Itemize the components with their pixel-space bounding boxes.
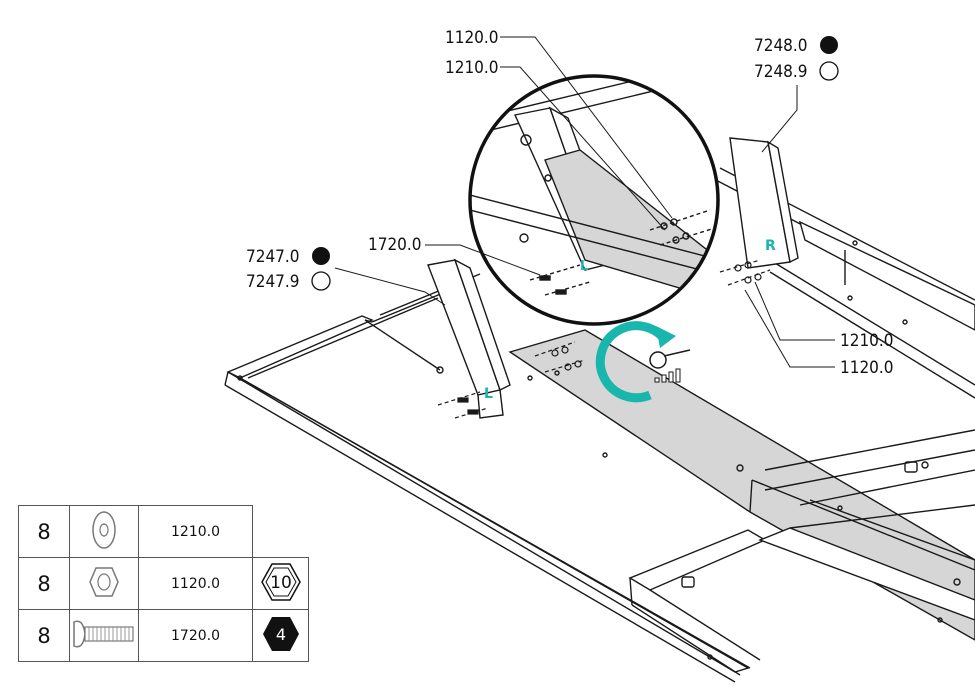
callout-bolt: 1720.0: [368, 235, 422, 255]
detail-left-mark: L: [580, 259, 588, 274]
parts-table: 8 1210.0 8 1120.0 10 8: [18, 505, 309, 662]
leader-lines: [334, 36, 835, 368]
part-image: [69, 557, 139, 610]
part-qty: 8: [18, 505, 70, 558]
empty-circle-icon: [819, 61, 839, 81]
part-code: 1720.0: [138, 609, 253, 662]
left-hardware: [437, 259, 771, 419]
tighten-icon: [595, 321, 691, 403]
part-code: 1210.0: [138, 505, 253, 558]
filled-circle-icon: [820, 36, 838, 54]
part-qty: 8: [18, 609, 70, 662]
tool-cell: 10: [252, 557, 309, 610]
washer-icon: [92, 510, 116, 549]
hex-key-size: 4: [275, 625, 285, 644]
bed-frame: [224, 137, 975, 683]
callout-part-left-black: 7247.0: [246, 247, 300, 267]
detail-magnifier: L: [468, 74, 720, 326]
tool-cell: 4: [252, 609, 309, 662]
left-mark: L: [484, 386, 493, 402]
parts-row-bolt: 8 1720.0 4: [18, 609, 309, 662]
callout-right-nut: 1120.0: [840, 358, 894, 378]
filled-circle-icon: [312, 247, 330, 265]
part-qty: 8: [18, 557, 70, 610]
wrench-size: 10: [270, 573, 292, 593]
callout-top-nut: 1120.0: [445, 28, 499, 48]
hex-key-size-icon: 4: [262, 616, 299, 651]
callout-part-right-white: 7248.9: [754, 62, 808, 82]
callout-part-left-white: 7247.9: [246, 272, 300, 292]
part-image: [69, 505, 139, 558]
parts-row-nut: 8 1120.0 10: [18, 557, 309, 610]
empty-circle-icon: [311, 271, 331, 291]
parts-row-washer: 8 1210.0: [18, 505, 309, 558]
callout-part-right-black: 7248.0: [754, 36, 808, 56]
callout-top-washer: 1210.0: [445, 58, 499, 78]
callout-right-washer: 1210.0: [840, 331, 894, 351]
part-code: 1120.0: [138, 557, 253, 610]
bolt-icon: [73, 620, 134, 647]
part-image: [69, 609, 139, 662]
wrench-size-icon: 10: [260, 562, 301, 601]
right-mark: R: [765, 238, 776, 254]
nut-icon: [89, 566, 119, 597]
